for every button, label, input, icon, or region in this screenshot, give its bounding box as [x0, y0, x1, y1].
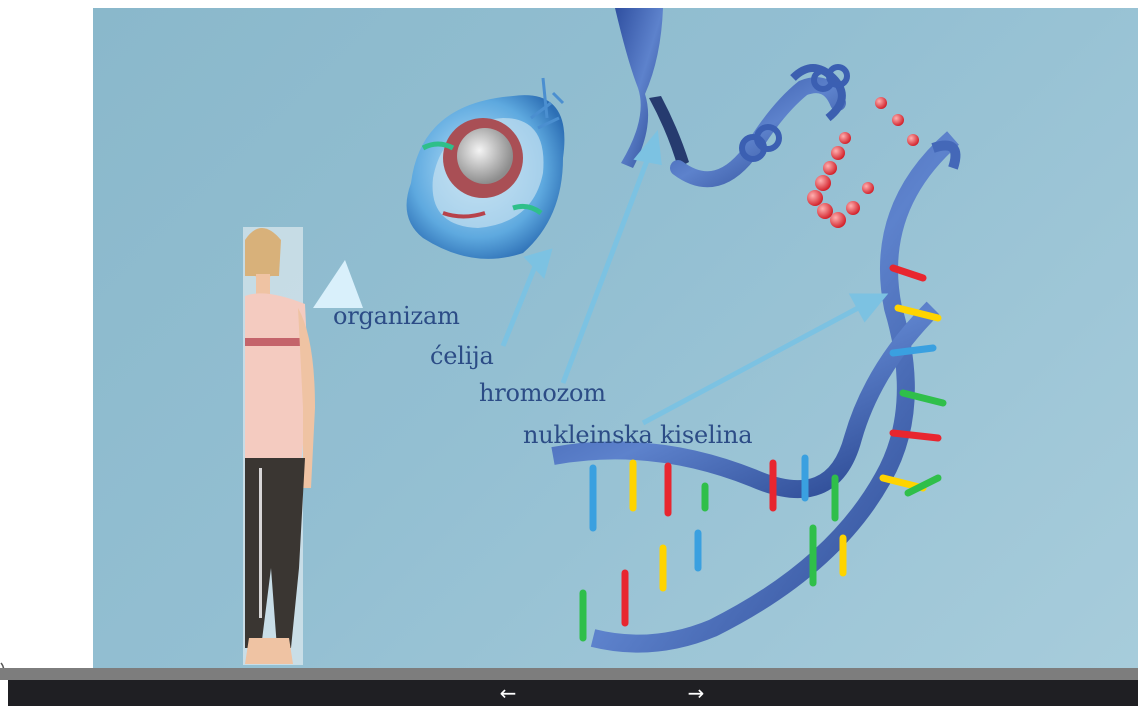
progress-bar[interactable] [0, 668, 1138, 680]
dna-helix-illustration-icon [553, 138, 956, 644]
label-nucleic-acid: nukleinska kiselina [523, 421, 752, 449]
cell-illustration-icon [407, 78, 565, 259]
previous-button[interactable]: ← [488, 680, 528, 706]
next-button[interactable]: → [676, 680, 716, 706]
label-cell: ćelija [430, 342, 494, 370]
woman-figure-icon [243, 227, 315, 665]
slide-canvas: organizam ćelija hromozom nukleinska kis… [93, 8, 1138, 668]
label-chromosome: hromozom [479, 379, 606, 407]
slide-illustration [93, 8, 1138, 668]
pointer-arrow-icon [313, 260, 363, 308]
label-organism: organizam [333, 302, 460, 330]
navigation-bar: ← → [8, 680, 1138, 706]
